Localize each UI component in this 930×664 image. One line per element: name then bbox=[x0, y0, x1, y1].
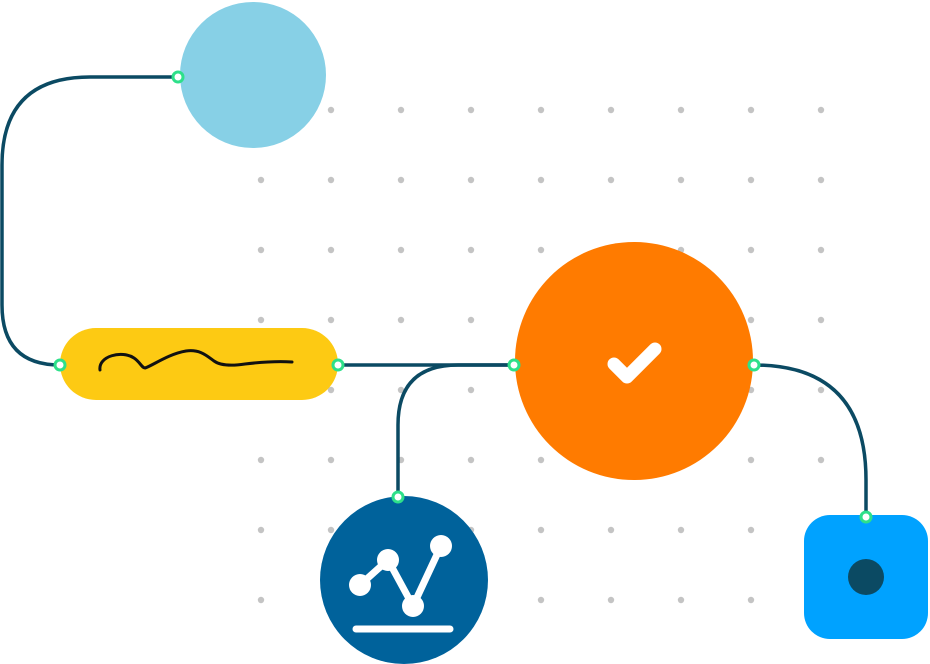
dot-icon bbox=[848, 559, 884, 595]
grid-dot bbox=[817, 176, 825, 184]
chart-point bbox=[430, 535, 452, 557]
grid-dot bbox=[327, 386, 335, 394]
grid-dot bbox=[537, 596, 545, 604]
connection-ports bbox=[53, 70, 873, 524]
grid-dot bbox=[817, 106, 825, 114]
chart-point bbox=[377, 549, 399, 571]
grid-dot bbox=[677, 176, 685, 184]
port-signature-left[interactable] bbox=[53, 358, 67, 372]
grid-dot bbox=[537, 176, 545, 184]
grid-dot bbox=[537, 246, 545, 254]
grid-dot bbox=[327, 456, 335, 464]
grid-dot bbox=[327, 246, 335, 254]
signature-pill[interactable] bbox=[60, 328, 338, 400]
grid-dot bbox=[467, 316, 475, 324]
endpoint-node[interactable] bbox=[804, 515, 928, 639]
connectors bbox=[0, 75, 868, 519]
grid-dot bbox=[817, 316, 825, 324]
approval-node[interactable] bbox=[515, 242, 753, 480]
grid-dot bbox=[327, 106, 335, 114]
grid-dot bbox=[257, 456, 265, 464]
grid-dot bbox=[817, 456, 825, 464]
grid-dot bbox=[467, 386, 475, 394]
grid-dot bbox=[397, 176, 405, 184]
grid-dot bbox=[677, 106, 685, 114]
port-top-node[interactable] bbox=[171, 70, 185, 84]
analytics-node[interactable] bbox=[320, 496, 488, 664]
grid-dot bbox=[327, 176, 335, 184]
chart-point bbox=[349, 574, 371, 596]
grid-dot bbox=[607, 106, 615, 114]
edge-approval-to-endpoint bbox=[752, 363, 868, 519]
grid-dot bbox=[467, 176, 475, 184]
grid-dot bbox=[537, 456, 545, 464]
grid-dot bbox=[747, 316, 755, 324]
signature-icon bbox=[98, 349, 294, 372]
grid-dot bbox=[397, 106, 405, 114]
grid-dot bbox=[747, 526, 755, 534]
grid-dot bbox=[397, 246, 405, 254]
port-endpoint-top[interactable] bbox=[859, 510, 873, 524]
grid-dot bbox=[467, 456, 475, 464]
port-approval-left[interactable] bbox=[507, 358, 521, 372]
grid-dot bbox=[747, 176, 755, 184]
port-analytics-top[interactable] bbox=[391, 490, 405, 504]
grid-dot bbox=[607, 526, 615, 534]
chart-point bbox=[402, 595, 424, 617]
grid-dot bbox=[257, 246, 265, 254]
grid-dot bbox=[537, 526, 545, 534]
grid-dot bbox=[817, 386, 825, 394]
grid-dot bbox=[397, 316, 405, 324]
grid-dot bbox=[747, 106, 755, 114]
grid-dot bbox=[257, 596, 265, 604]
checkmark-icon bbox=[607, 342, 662, 384]
signature-node[interactable] bbox=[60, 328, 338, 400]
grid-dot bbox=[257, 316, 265, 324]
edge-analytics-to-approval bbox=[396, 363, 516, 499]
edge-top-to-signature bbox=[0, 75, 180, 367]
grid-dot bbox=[747, 456, 755, 464]
grid-dot bbox=[257, 526, 265, 534]
port-approval-right[interactable] bbox=[747, 358, 761, 372]
top-node[interactable] bbox=[180, 2, 326, 148]
grid-dot bbox=[327, 316, 335, 324]
grid-dot bbox=[747, 596, 755, 604]
grid-dot bbox=[677, 596, 685, 604]
grid-dot bbox=[607, 596, 615, 604]
line-chart-path bbox=[356, 542, 445, 610]
grid-dot bbox=[817, 246, 825, 254]
grid-dot bbox=[467, 106, 475, 114]
port-signature-right[interactable] bbox=[331, 358, 345, 372]
grid-dot bbox=[607, 176, 615, 184]
grid-dot bbox=[467, 246, 475, 254]
grid-dot bbox=[537, 106, 545, 114]
grid-dot bbox=[677, 526, 685, 534]
line-chart-icon bbox=[349, 535, 454, 633]
grid-dot bbox=[397, 386, 405, 394]
grid-dot bbox=[257, 176, 265, 184]
grid-dot bbox=[747, 246, 755, 254]
grid-dot bbox=[327, 526, 335, 534]
analytics-circle[interactable] bbox=[320, 496, 488, 664]
